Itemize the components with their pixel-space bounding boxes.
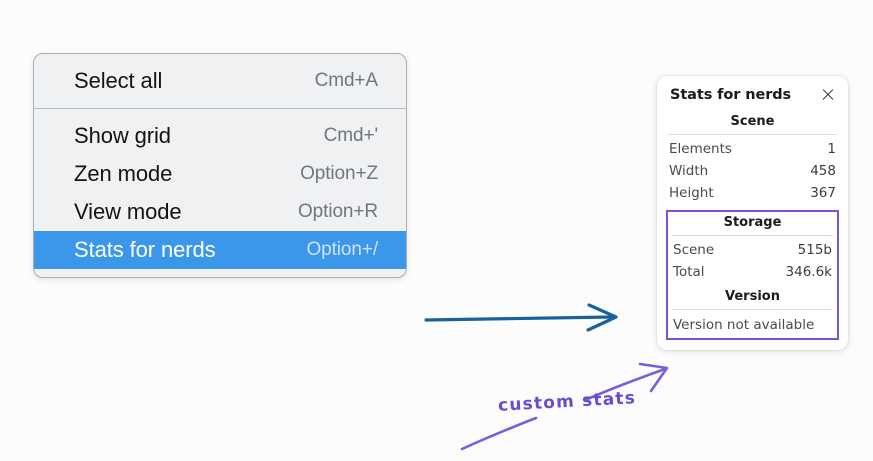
menu-item-label: Select all: [74, 68, 163, 93]
stat-row-width: Width 458: [668, 160, 837, 182]
stat-row-storage-total: Total 346.6k: [672, 261, 833, 283]
stat-label: Total: [673, 264, 705, 280]
stat-label: Scene: [673, 242, 715, 258]
menu-section-2: Show grid Cmd+' Zen mode Option+Z View m…: [34, 108, 406, 277]
annotation-label-custom-stats: custom stats: [497, 388, 637, 416]
menu-item-label: Show grid: [74, 123, 171, 148]
stats-panel: Stats for nerds Scene Elements 1 Width 4…: [657, 76, 848, 350]
stat-row-height: Height 367: [668, 182, 837, 204]
section-divider: [668, 134, 837, 135]
menu-item-zen-mode[interactable]: Zen mode Option+Z: [34, 155, 406, 193]
menu-item-show-grid[interactable]: Show grid Cmd+': [34, 117, 406, 155]
stat-value: 346.6k: [785, 264, 832, 280]
close-icon[interactable]: [820, 87, 836, 103]
section-divider: [672, 235, 833, 236]
stat-value: 1: [827, 141, 836, 157]
flow-arrow-icon: [424, 303, 618, 332]
menu-item-label: Zen mode: [74, 161, 173, 186]
section-heading-version: Version: [725, 289, 780, 304]
stats-panel-title: Stats for nerds: [670, 87, 792, 103]
menu-item-label: View mode: [74, 199, 182, 224]
stats-storage-section: Storage Scene 515b Total 346.6k: [670, 212, 835, 286]
menu-item-select-all[interactable]: Select all Cmd+A: [34, 62, 406, 100]
stat-row-storage-scene: Scene 515b: [672, 239, 833, 261]
stat-value: 367: [810, 185, 836, 201]
menu-item-shortcut: Cmd+': [323, 125, 378, 146]
menu-section-1: Select all Cmd+A: [34, 54, 406, 108]
stats-scene-section: Scene Elements 1 Width 458 Height 367: [657, 113, 848, 204]
stats-version-section: Version Version not available: [670, 286, 835, 338]
menu-item-stats-for-nerds[interactable]: Stats for nerds Option+/: [34, 231, 406, 269]
stat-label: Height: [669, 185, 714, 201]
annotation-underline-icon: [460, 416, 538, 451]
menu-item-shortcut: Option+/: [306, 239, 378, 260]
section-divider: [672, 309, 833, 310]
menu-item-label: Stats for nerds: [74, 237, 216, 262]
stat-label: Elements: [669, 141, 732, 157]
section-heading-storage: Storage: [723, 215, 782, 230]
stat-row-elements: Elements 1: [668, 138, 837, 160]
version-note: Version not available: [673, 317, 815, 333]
menu-item-shortcut: Option+R: [298, 201, 378, 222]
context-menu[interactable]: Select all Cmd+A Show grid Cmd+' Zen mod…: [33, 53, 407, 278]
section-heading-scene: Scene: [730, 114, 775, 129]
menu-item-shortcut: Option+Z: [300, 163, 378, 184]
stat-value: 458: [810, 163, 836, 179]
menu-item-view-mode[interactable]: View mode Option+R: [34, 193, 406, 231]
stat-label: Width: [669, 163, 709, 179]
custom-stats-highlight-box: Storage Scene 515b Total 346.6k Version …: [666, 210, 839, 340]
menu-item-shortcut: Cmd+A: [314, 70, 378, 91]
stat-value: 515b: [797, 242, 832, 258]
stats-panel-header: Stats for nerds: [657, 85, 848, 103]
